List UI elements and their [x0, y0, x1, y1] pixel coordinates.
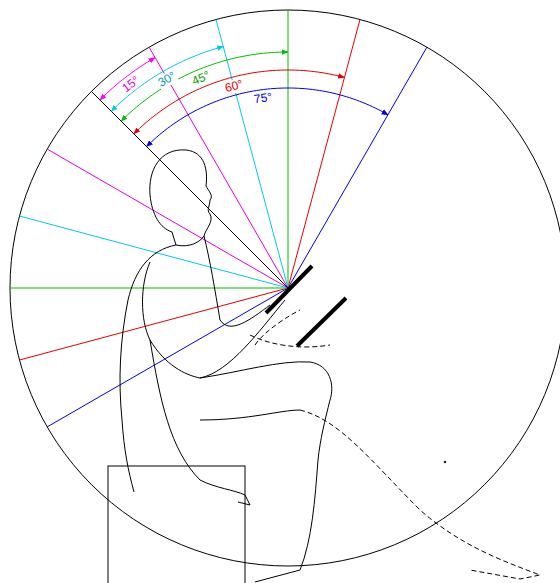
angle-label: 60° — [222, 77, 245, 95]
line-75 — [47, 288, 288, 427]
angle-arc — [111, 47, 223, 112]
angle-label: 30° — [156, 69, 180, 90]
other-leg — [300, 410, 540, 579]
line-15 — [47, 149, 288, 288]
line-60 — [288, 20, 360, 289]
tablet — [266, 266, 346, 346]
line-45 — [10, 288, 288, 289]
arm — [143, 262, 286, 378]
tablet-screen — [266, 266, 312, 313]
reach-circle — [10, 10, 560, 566]
sight-lines — [10, 10, 427, 427]
seat-box — [108, 466, 245, 583]
other-arm — [150, 340, 250, 505]
angle-arc — [100, 58, 155, 100]
line-60 — [20, 288, 289, 360]
head — [150, 150, 212, 246]
angle-arc — [147, 88, 388, 147]
angle-label: 75° — [252, 91, 274, 107]
angle-label: 15° — [120, 73, 144, 96]
chest — [204, 236, 270, 326]
dot — [444, 461, 446, 463]
other-hand — [250, 310, 330, 347]
back — [120, 245, 176, 492]
line-of-sight — [91, 91, 288, 288]
leg — [200, 362, 332, 582]
line-30 — [20, 216, 289, 288]
tablet-back — [297, 298, 346, 346]
line-75 — [288, 47, 427, 288]
line-15 — [149, 47, 288, 288]
seated-person — [108, 150, 540, 583]
angle-arcs — [100, 47, 388, 147]
thigh — [200, 410, 300, 420]
